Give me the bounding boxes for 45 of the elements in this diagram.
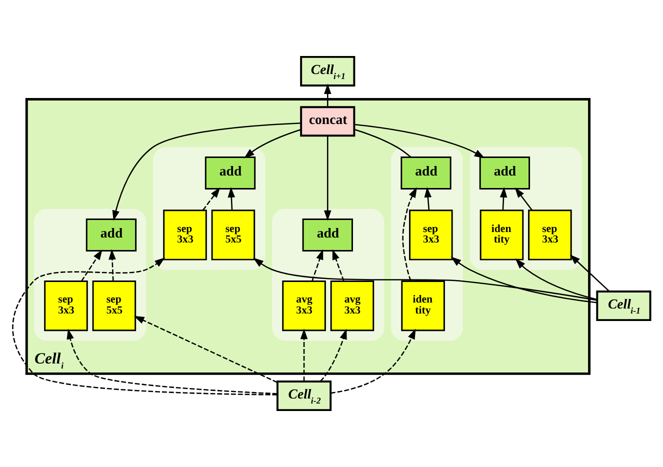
arrow [324, 136, 332, 221]
arrow [66, 328, 278, 394]
node-box: Cell$_{i-1}$ [596, 290, 652, 322]
arrow [424, 186, 432, 210]
node-box: add [400, 156, 452, 190]
arrow [12, 258, 278, 396]
node-box: iden tity [480, 210, 524, 260]
arrow [300, 328, 308, 382]
node-box: add [204, 156, 256, 190]
node-box: sep 3x3 [409, 210, 453, 260]
arrow [570, 254, 610, 292]
arrow [320, 328, 347, 382]
arrow [324, 84, 332, 107]
node-box: sep 5x5 [211, 210, 256, 260]
node-box: sep 3x3 [528, 210, 572, 260]
arrow [244, 129, 301, 158]
arrow [81, 249, 102, 282]
arrow [228, 186, 236, 210]
node-box: Cell$_{i+1}$ [300, 56, 356, 86]
node-box: sep 3x3 [163, 210, 207, 260]
node-box: sep 3x3 [44, 280, 88, 332]
arrow [515, 258, 598, 300]
arrow [312, 249, 324, 282]
arrow [330, 328, 416, 394]
arrow [112, 122, 302, 221]
arrow [134, 316, 278, 383]
node-box: avg 3x3 [330, 280, 374, 332]
node-box: Cell$_{i-2}$ [276, 380, 332, 412]
arrow [514, 187, 533, 211]
node-box: add [86, 218, 137, 252]
arrow [500, 186, 508, 210]
arrow [202, 187, 220, 211]
node-box: avg 3x3 [282, 280, 326, 332]
arrow [450, 256, 598, 304]
node-box: iden tity [401, 280, 445, 332]
connector [354, 128, 412, 158]
arrow [332, 249, 344, 282]
node-box: sep 5x5 [92, 280, 136, 332]
node-box: add [302, 218, 353, 252]
arrow [108, 249, 116, 282]
arrow [354, 124, 485, 158]
node-box: add [479, 156, 530, 190]
arrow [402, 187, 417, 282]
arrow [253, 258, 598, 301]
node-box: concat [300, 106, 356, 137]
